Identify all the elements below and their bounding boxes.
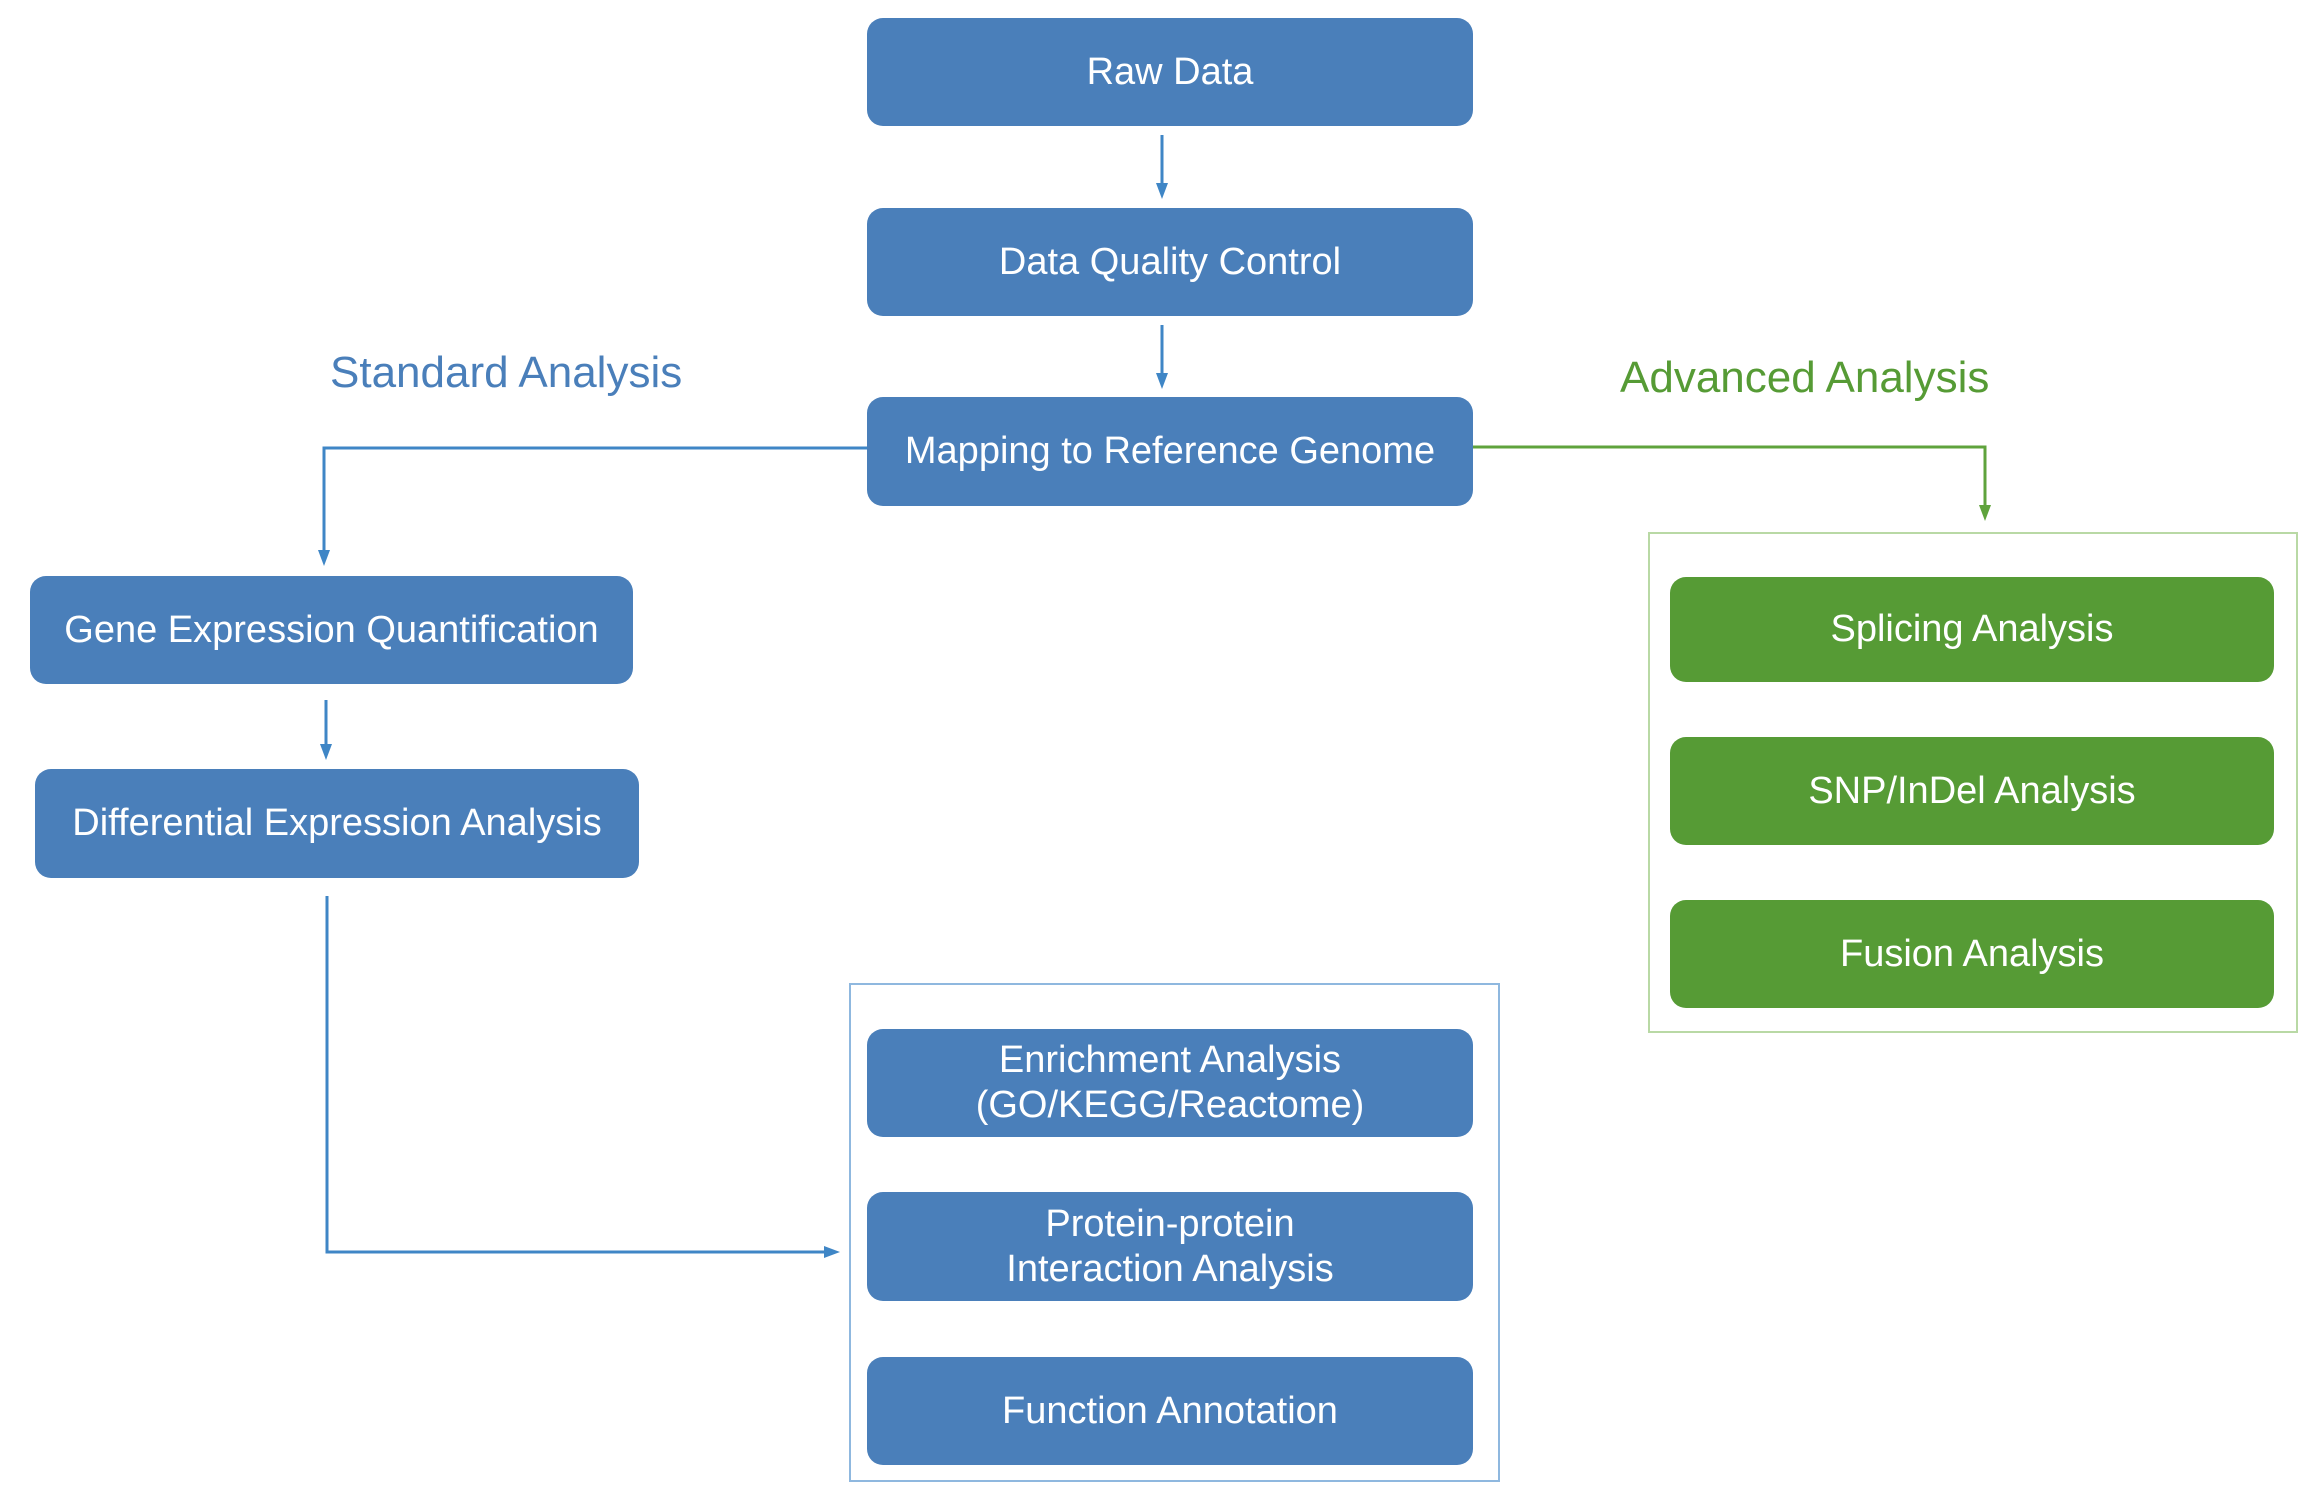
splicing-analysis-node: Splicing Analysis (1670, 577, 2274, 682)
raw-data-node: Raw Data (867, 18, 1473, 126)
protein-protein-interaction-node: Protein-protein Interaction Analysis (867, 1192, 1473, 1301)
mapping-to-reference-genome-node: Mapping to Reference Genome (867, 397, 1473, 506)
enrichment-analysis-node: Enrichment Analysis (GO/KEGG/Reactome) (867, 1029, 1473, 1137)
connector-mapping-to-gene-expression (318, 446, 867, 566)
gene-expression-quantification-node: Gene Expression Quantification (30, 576, 633, 684)
snp-indel-analysis-node: SNP/InDel Analysis (1670, 737, 2274, 845)
connector-differential-to-functional-group (325, 896, 840, 1258)
advanced-analysis-group (1648, 532, 2298, 1033)
standard-analysis-heading: Standard Analysis (330, 348, 683, 397)
advanced-analysis-heading: Advanced Analysis (1620, 353, 1990, 402)
data-quality-control-node: Data Quality Control (867, 208, 1473, 316)
differential-expression-analysis-node: Differential Expression Analysis (35, 769, 639, 878)
fusion-analysis-node: Fusion Analysis (1670, 900, 2274, 1008)
functional-analysis-group (849, 983, 1500, 1482)
connector-mapping-to-advanced-group (1473, 445, 1991, 521)
function-annotation-node: Function Annotation (867, 1357, 1473, 1465)
